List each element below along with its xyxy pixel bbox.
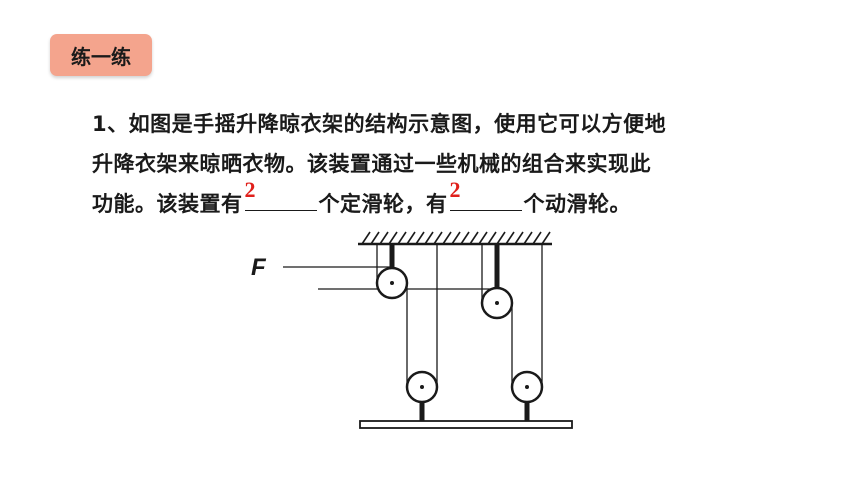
ropes bbox=[283, 244, 543, 387]
clothes-rack-bar bbox=[359, 420, 573, 429]
ceiling-hatching bbox=[358, 231, 552, 246]
question-line-2: 升降衣架来晾晒衣物。该装置通过一些机械的组合来实现此 bbox=[92, 152, 651, 176]
question-line-3-part-b: 个定滑轮，有 bbox=[318, 192, 448, 216]
answer-blank-fixed-pulleys: 2 bbox=[244, 177, 317, 211]
fixed-pulley-2 bbox=[480, 244, 514, 320]
question-line-1: 1、如图是手摇升降晾衣架的结构示意图，使用它可以方便地 bbox=[92, 112, 667, 136]
question-text: 1、如图是手摇升降晾衣架的结构示意图，使用它可以方便地 升降衣架来晾晒衣物。该装… bbox=[92, 104, 792, 224]
question-line-3-part-a: 功能。该装置有 bbox=[92, 192, 243, 216]
answer-fixed-pulleys: 2 bbox=[244, 177, 256, 202]
movable-pulley-1 bbox=[405, 370, 439, 421]
force-label: F bbox=[251, 254, 266, 281]
answer-movable-pulleys: 2 bbox=[449, 177, 461, 202]
pulley-diagram bbox=[283, 231, 573, 429]
answer-blank-movable-pulleys: 2 bbox=[449, 177, 522, 211]
question-line-3-part-c: 个动滑轮。 bbox=[523, 192, 631, 216]
fixed-pulley-1 bbox=[375, 244, 409, 300]
section-tag: 练一练 bbox=[50, 34, 152, 76]
movable-pulley-2 bbox=[510, 370, 544, 421]
